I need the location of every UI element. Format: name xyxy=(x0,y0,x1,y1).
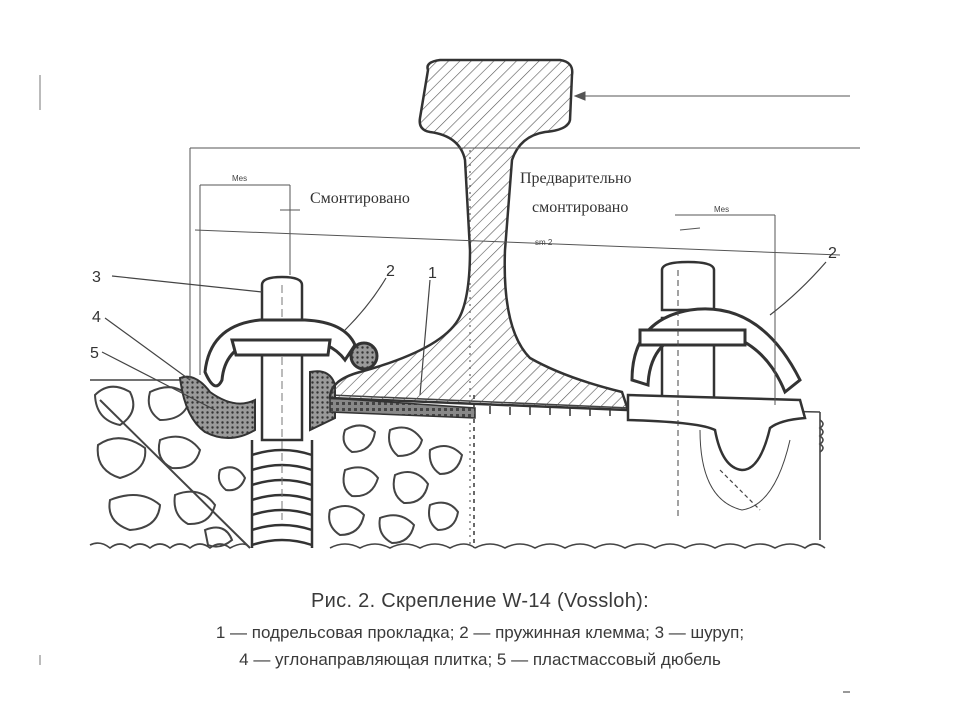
label-pre-mounted-2: смонтировано xyxy=(532,199,628,216)
dowel-right-outline xyxy=(677,270,791,520)
label-part-1: 1 xyxy=(428,265,437,282)
rail xyxy=(328,58,630,412)
spring-clip-left xyxy=(203,318,379,388)
figure-caption-line-1: 1 — подрельсовая прокладка; 2 — пружинна… xyxy=(215,623,745,642)
leader-lines xyxy=(99,261,827,549)
label-pre-mounted-1: Предварительно xyxy=(520,170,632,187)
angled-guide-plate-right xyxy=(626,393,807,472)
label-part-4: 4 xyxy=(92,309,101,326)
label-part-3: 3 xyxy=(92,269,101,286)
label-part-2-left: 2 xyxy=(386,263,395,280)
dimension-left: Mes xyxy=(232,174,247,183)
dimension-lines xyxy=(189,91,860,405)
spring-clip-right xyxy=(630,307,802,395)
angled-guide-plate-left xyxy=(178,375,256,439)
figure-caption-line-2: 4 — углонаправляющая плитка; 5 — пластма… xyxy=(239,650,721,669)
label-mounted: Смонтировано xyxy=(310,190,410,207)
label-part-2-right: 2 xyxy=(828,245,837,262)
ballast-stones xyxy=(93,385,464,548)
figure-caption-title: Рис. 2. Скрепление W-14 (Vossloh): xyxy=(311,590,649,612)
dimension-right: Mes xyxy=(714,205,729,214)
rail-pad xyxy=(329,397,476,419)
label-part-5: 5 xyxy=(90,345,99,362)
dimension-mid: sm 2 xyxy=(535,238,553,247)
